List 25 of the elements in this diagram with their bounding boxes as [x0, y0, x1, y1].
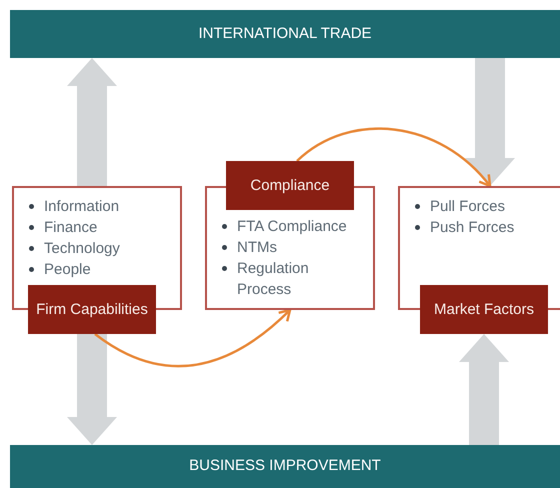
bullet-item: FTA Compliance: [237, 218, 347, 235]
banner-title: INTERNATIONAL TRADE: [198, 24, 372, 44]
heading-tag: [28, 285, 156, 334]
bullet-item: Pull Forces: [430, 198, 506, 215]
banner-title: BUSINESS IMPROVEMENT: [189, 456, 381, 476]
block-arrow: [459, 334, 509, 445]
bullet-item: NTMs: [237, 239, 277, 256]
block-arrow: [465, 58, 515, 186]
bullet-item: Push Forces: [430, 219, 514, 236]
bullet-item: People: [44, 261, 91, 278]
tag-label: Market Factors: [432, 300, 536, 319]
bullet-item: Information: [44, 198, 120, 215]
tag-label: Firm Capabilities: [35, 300, 149, 319]
block-arrow: [67, 58, 117, 186]
heading-tag: [226, 161, 354, 210]
tag-label: Compliance: [249, 176, 331, 195]
curved-arrow: [94, 308, 292, 368]
block-arrow: [67, 334, 117, 445]
bullet-item: Regulation Process: [237, 260, 309, 298]
curved-arrow: [296, 127, 492, 188]
heading-tag: [420, 285, 548, 334]
bullet-item: Technology: [44, 240, 120, 257]
banner: [10, 10, 560, 58]
bullet-item: Finance: [44, 219, 98, 236]
banner: [10, 445, 560, 488]
